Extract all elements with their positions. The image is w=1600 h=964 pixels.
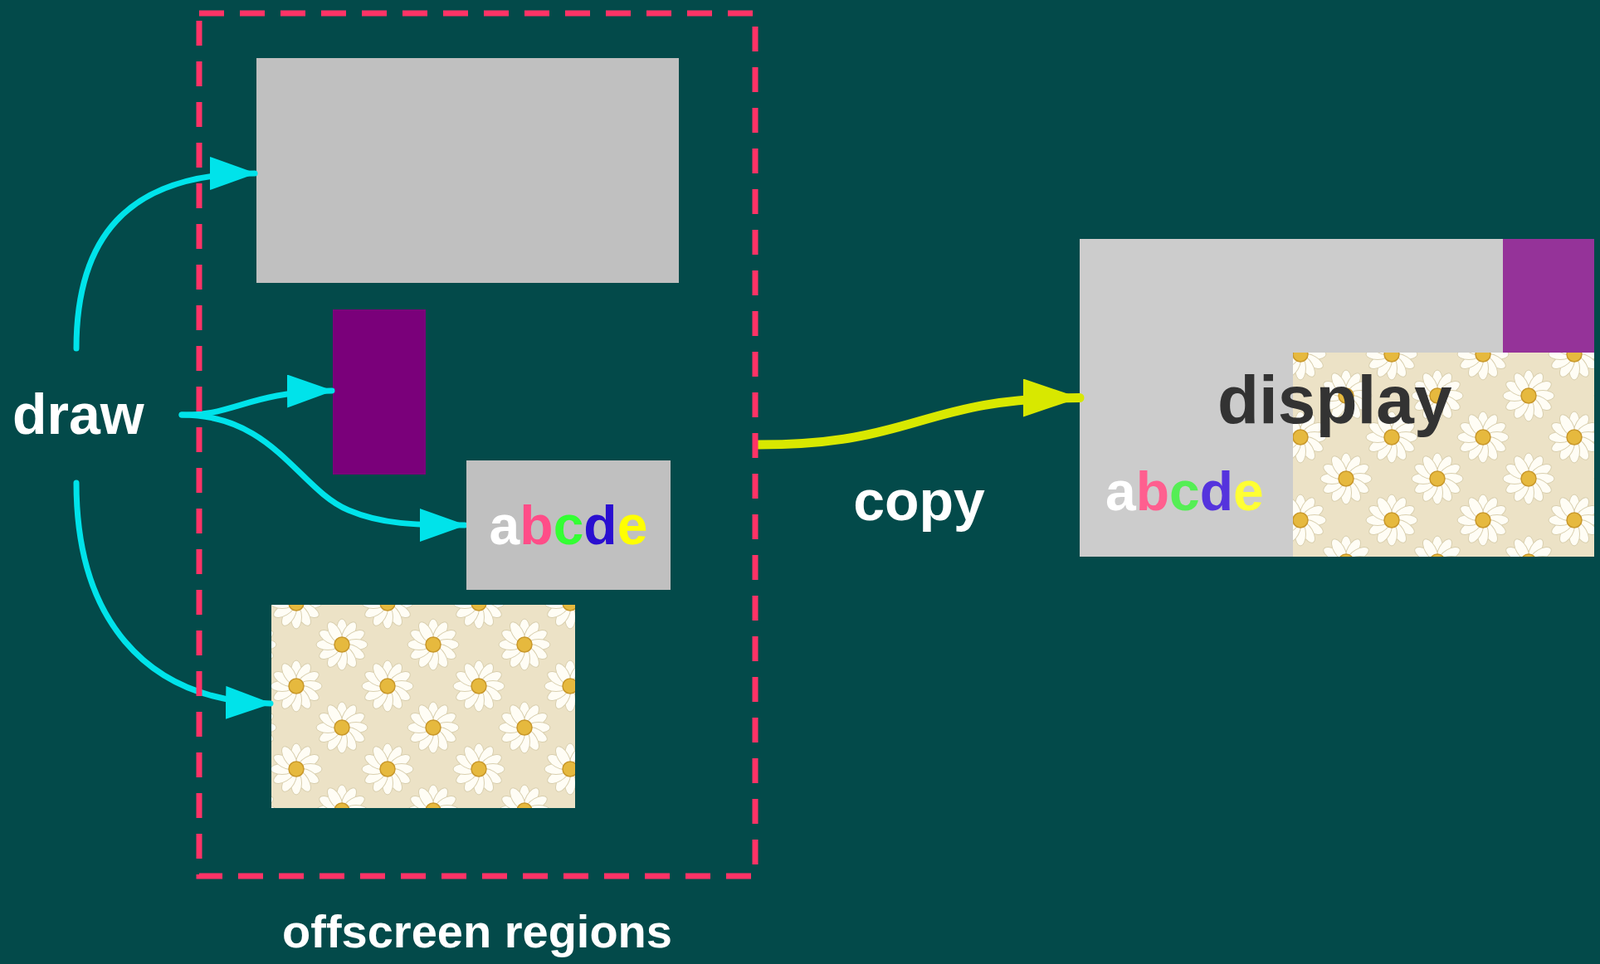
region-outline: offscreen regionsabcde [195,9,759,880]
gray-region [256,58,679,283]
letter: a [1105,460,1137,522]
letter: a [489,494,521,557]
draw-arrow [76,482,271,704]
region-title: offscreen regions [195,906,759,958]
process-box: abcde [466,460,671,591]
letter: d [583,494,617,557]
dashed-border [199,13,756,877]
letter: e [1233,460,1264,522]
draw-arrow [181,390,332,415]
display-box: display abcde [1079,239,1595,557]
display-purple [1502,239,1595,353]
draw-arrow [76,173,255,349]
sample-text: abcde [489,495,649,557]
letter: d [1200,460,1234,522]
display-title: display [1217,362,1453,438]
letter: c [1169,460,1200,522]
letter: b [1136,460,1170,522]
letter: c [553,494,585,557]
purple-region [332,309,426,475]
display-ground [1079,239,1595,557]
copy-arrow [758,398,1080,446]
letter: e [617,494,649,557]
action-label: draw [12,383,145,446]
draw-arrow [181,414,465,526]
daisy-image [271,604,576,809]
sample-text: abcde [1105,461,1264,522]
edge-label: copy [853,469,986,532]
dashed-outline [195,9,759,880]
letter: b [519,494,553,557]
